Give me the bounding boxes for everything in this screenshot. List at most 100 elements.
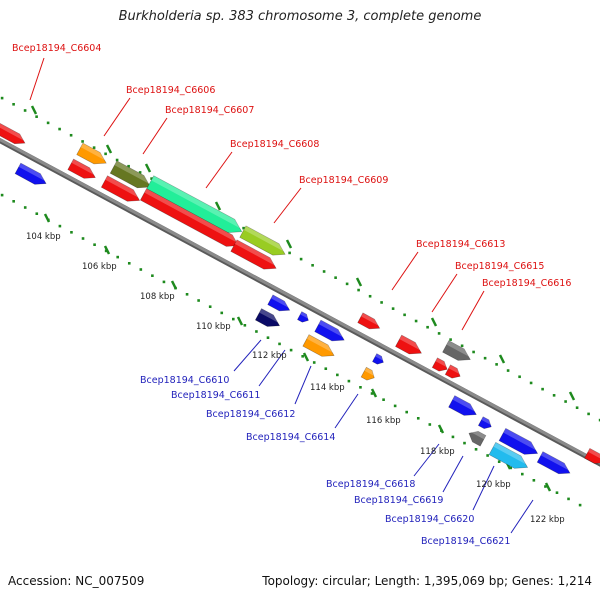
label-leader-line: [461, 290, 485, 331]
lower-major-tick: [370, 388, 378, 398]
kbp-tick-label: 118 kbp: [420, 447, 455, 457]
label-leader-line: [205, 151, 233, 189]
lower-major-tick: [437, 424, 445, 434]
gene-arrow: [267, 294, 291, 312]
gene-arrow: [109, 160, 152, 189]
kbp-tick-label: 114 kbp: [310, 383, 345, 393]
label-leader-line: [510, 499, 534, 534]
upper-major-tick: [105, 144, 113, 154]
label-leader-line: [103, 97, 131, 137]
gene-arrow: [0, 121, 26, 145]
kbp-tick-label: 104 kbp: [26, 232, 61, 242]
gene-arrow: [395, 334, 423, 355]
gene-arrow: [536, 451, 571, 475]
label-leader-line: [258, 349, 286, 387]
gene-arrow: [488, 441, 529, 469]
gene-arrow: [230, 239, 278, 270]
genes-value: 1,214: [557, 574, 592, 588]
accession-value: NC_007509: [75, 574, 145, 588]
gene-arrow: [314, 319, 346, 342]
kbp-tick-label: 122 kbp: [530, 515, 565, 525]
gene-arrow: [468, 431, 487, 447]
lower-major-tick: [302, 352, 310, 362]
topology-label: Topology:: [262, 574, 319, 588]
gene-arrow: [146, 175, 243, 233]
gene-label-bottom: Bcep18194_C6621: [421, 536, 510, 547]
gene-label-bottom: Bcep18194_C6614: [246, 432, 335, 443]
gene-label-top: Bcep18194_C6606: [126, 85, 215, 96]
gene-label-bottom: Bcep18194_C6612: [206, 409, 295, 420]
backbone-layer: [0, 137, 600, 467]
gene-arrow: [444, 364, 461, 379]
label-leader-line: [431, 273, 458, 313]
kbp-tick-label: 108 kbp: [140, 292, 175, 302]
label-leader-line: [391, 251, 419, 291]
gene-arrow: [302, 334, 336, 357]
lower-major-tick: [43, 213, 51, 223]
kbp-tick-label: 120 kbp: [476, 480, 511, 490]
accession-label: Accession:: [8, 574, 72, 588]
gene-arrow: [239, 225, 287, 256]
kbp-tick-label: 116 kbp: [366, 416, 401, 426]
label-leader-line: [413, 443, 440, 477]
upper-major-tick: [355, 277, 363, 287]
gene-arrow: [357, 312, 381, 330]
gene-label-top: Bcep18194_C6616: [482, 278, 571, 289]
label-leader-line: [273, 187, 302, 224]
gene-arrow: [297, 311, 310, 323]
upper-major-tick: [214, 201, 222, 211]
gene-label-bottom: Bcep18194_C6619: [354, 495, 443, 506]
lower-major-tick: [544, 482, 552, 492]
gene-label-top: Bcep18194_C6609: [299, 175, 388, 186]
label-leader-line: [294, 365, 312, 405]
upper-major-tick: [285, 239, 293, 249]
gene-layer: [0, 121, 600, 475]
gene-label-bottom: Bcep18194_C6620: [385, 514, 474, 525]
label-layer: 104 kbp 106 kbp 108 kbp 110 kbp 112 kbp 114 k…: [12, 43, 571, 547]
upper-major-tick: [144, 163, 152, 173]
gene-arrow: [100, 175, 141, 202]
label-leader-line: [29, 57, 45, 101]
gene-arrow: [360, 366, 376, 381]
upper-major-tick: [568, 391, 576, 401]
gene-arrow: [14, 162, 47, 185]
upper-major-tick: [430, 317, 438, 327]
tick-layer: [0, 96, 600, 507]
label-leader-line: [442, 455, 464, 493]
kbp-tick-label: 110 kbp: [196, 322, 231, 332]
upper-tick-track: [0, 96, 600, 422]
gene-label-top: Bcep18194_C6615: [455, 261, 544, 272]
gene-label-top: Bcep18194_C6613: [416, 239, 505, 250]
gene-arrow: [442, 340, 472, 361]
label-leader-line: [233, 339, 262, 372]
gene-label-bottom: Bcep18194_C6618: [326, 479, 415, 490]
gene-arrow: [67, 158, 97, 179]
label-leader-line: [334, 393, 359, 429]
gene-label-top: Bcep18194_C6608: [230, 139, 319, 150]
gene-arrow: [498, 427, 539, 455]
lower-major-tick: [103, 245, 111, 255]
length-value: 1,395,069 bp: [423, 574, 504, 588]
length-label: Length:: [374, 574, 421, 588]
gene-label-bottom: Bcep18194_C6611: [171, 390, 260, 401]
accession-info: Accession: NC_007509: [8, 574, 144, 588]
gene-arrow: [372, 353, 385, 365]
leader-layer: [29, 57, 534, 534]
kbp-tick-label: 106 kbp: [82, 262, 117, 272]
upper-major-tick: [30, 105, 38, 115]
genes-label: Genes:: [511, 574, 554, 588]
kbp-tick-label: 112 kbp: [252, 351, 287, 361]
genome-backbone: [0, 137, 600, 465]
label-leader-line: [472, 465, 495, 511]
gene-arrow: [448, 395, 478, 416]
gene-arrow: [477, 416, 492, 430]
label-leader-line: [142, 117, 168, 155]
map-title: Burkholderia sp. 383 chromosome 3, compl…: [118, 9, 482, 24]
lower-major-tick: [236, 316, 244, 326]
gene-arrow: [139, 188, 240, 247]
gene-arrow: [76, 142, 108, 165]
gene-label-top: Bcep18194_C6607: [165, 105, 254, 116]
gene-arrow: [431, 357, 448, 372]
gene-arrow: [254, 308, 281, 327]
